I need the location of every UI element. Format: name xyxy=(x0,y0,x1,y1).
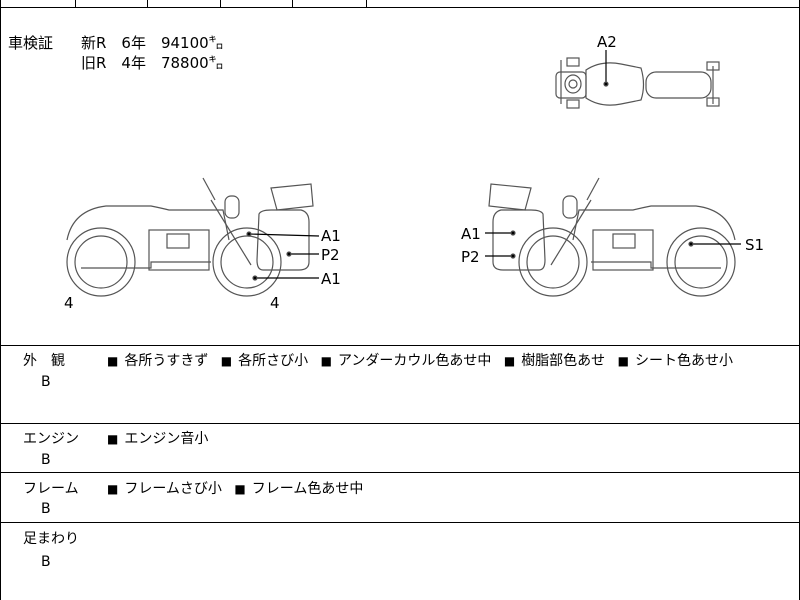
header-divider xyxy=(75,0,76,7)
right-label-1: A1 xyxy=(461,225,481,243)
section-divider xyxy=(1,522,800,523)
condition-item: エンジン音小 xyxy=(124,431,209,447)
marker-icon: ■ xyxy=(107,482,119,496)
inspection-new-row: 新R 6年 94100㌔ xyxy=(81,34,224,52)
top-view-motorcycle-icon xyxy=(555,50,720,109)
marker-icon: ■ xyxy=(320,354,332,368)
section-title-engine: エンジン xyxy=(23,431,79,447)
inspection-label: 車検証 xyxy=(8,34,54,52)
front-wheel-grade: 4 xyxy=(64,294,74,312)
marker-icon: ■ xyxy=(617,354,629,368)
section-divider xyxy=(1,345,800,346)
left-label-3: A1 xyxy=(321,270,341,288)
condition-item: 各所さび小 xyxy=(238,353,309,369)
header-row-border xyxy=(1,7,800,8)
section-divider xyxy=(1,423,800,424)
condition-item: 各所うすきず xyxy=(124,353,209,369)
right-label-3: S1 xyxy=(745,236,765,254)
condition-item: フレーム色あせ中 xyxy=(251,481,364,497)
section-grade-exterior: B xyxy=(41,374,51,390)
marker-icon: ■ xyxy=(107,432,119,446)
section-title-exterior: 外 観 xyxy=(23,353,65,369)
condition-item: フレームさび小 xyxy=(124,481,222,497)
condition-item: アンダーカウル色あせ中 xyxy=(337,353,492,369)
left-side-motorcycle-icon xyxy=(66,177,320,297)
section-title-suspension: 足まわり xyxy=(23,531,79,547)
motorcycle-damage-diagram xyxy=(66,50,741,297)
right-label-2: P2 xyxy=(461,248,480,266)
header-divider xyxy=(220,0,221,7)
left-label-1: A1 xyxy=(321,227,341,245)
section-title-frame: フレーム xyxy=(23,481,79,497)
header-divider xyxy=(292,0,293,7)
section-grade-suspension: B xyxy=(41,554,51,570)
marker-icon: ■ xyxy=(107,354,119,368)
section-grade-engine: B xyxy=(41,452,51,468)
section-grade-frame: B xyxy=(41,501,51,517)
section-divider xyxy=(1,472,800,473)
header-divider xyxy=(147,0,148,7)
marker-icon: ■ xyxy=(220,354,233,368)
header-divider xyxy=(366,0,367,7)
condition-item: 樹脂部色あせ xyxy=(521,353,606,369)
section-items-engine: ■ エンジン音小 xyxy=(107,428,216,448)
top-view-label: A2 xyxy=(597,33,617,51)
inspection-old-row: 旧R 4年 78800㌔ xyxy=(81,54,224,72)
section-items-exterior: ■ 各所うすきず ■ 各所さび小 ■ アンダーカウル色あせ中 ■ 樹脂部色あせ ■ シート… xyxy=(107,350,741,370)
section-items-frame: ■ フレームさび小 ■ フレーム色あせ中 xyxy=(107,478,371,498)
left-label-2: P2 xyxy=(321,246,340,264)
right-side-motorcycle-icon xyxy=(485,177,741,297)
condition-item: シート色あせ小 xyxy=(634,353,733,369)
marker-icon: ■ xyxy=(503,354,516,368)
rear-wheel-grade: 4 xyxy=(270,294,280,312)
marker-icon: ■ xyxy=(234,482,246,496)
